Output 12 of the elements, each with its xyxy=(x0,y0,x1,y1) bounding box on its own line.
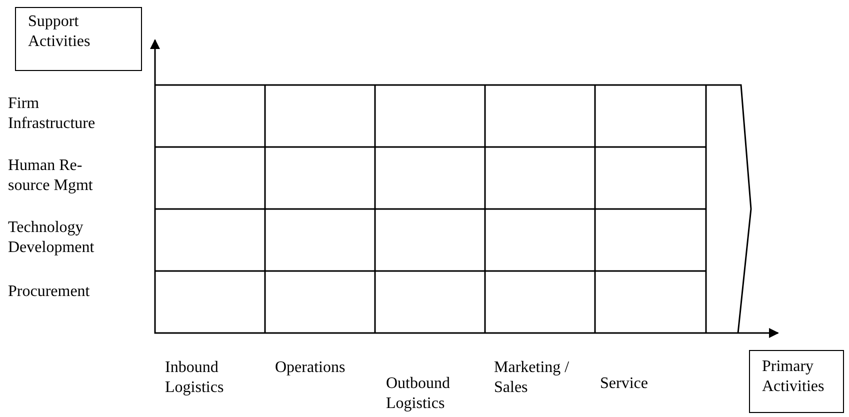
axis-arrow xyxy=(150,39,779,338)
primary-activity-label: Outbound Logistics xyxy=(386,374,451,414)
support-activity-label: Procurement xyxy=(8,282,91,302)
support-activity-label: Firm Infrastructure xyxy=(8,94,96,134)
primary-activity-label: Inbound Logistics xyxy=(165,358,225,398)
support-activity-label: Technology Development xyxy=(8,218,96,258)
axis-title-box: Primary Activities xyxy=(749,350,844,413)
primary-activity-label: Service xyxy=(600,374,649,394)
primary-activity-label: Marketing / Sales xyxy=(494,358,570,398)
primary-activity-label: Operations xyxy=(275,358,346,378)
support-activity-label: Human Re- source Mgmt xyxy=(8,156,94,196)
axis-title-box: Support Activities xyxy=(15,7,142,71)
